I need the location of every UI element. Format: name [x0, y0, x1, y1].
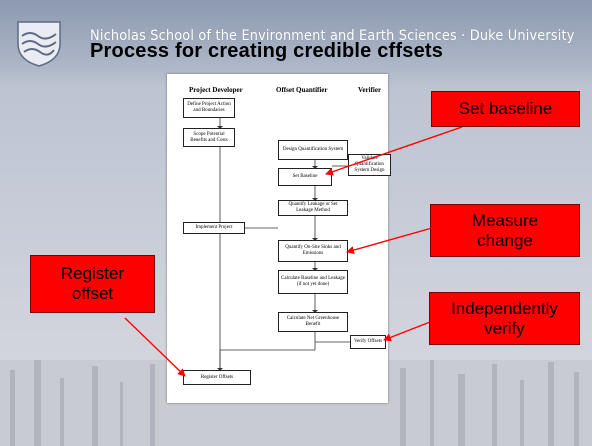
duke-shield-logo-icon	[17, 21, 61, 67]
column-header-developer: Project Developer	[189, 86, 243, 94]
column-header-verifier: Verifier	[358, 86, 382, 94]
school-name-header: Nicholas School of the Environment and E…	[90, 28, 575, 44]
flow-box-set-baseline: Set Baseline	[278, 168, 332, 186]
flow-box-scope-benefits: Scope Potential Benefits and Costs	[183, 128, 235, 147]
header-band	[0, 0, 592, 86]
flow-box-quantify-onsite: Quantify On-Site Sinks and Emissions	[278, 240, 348, 262]
column-header-quantifier: Offset Quantifier	[276, 86, 328, 94]
flow-box-design-quantification: Design Quantification System	[278, 140, 348, 160]
callout-set-baseline: Set baseline	[431, 91, 580, 127]
flow-box-register-offsets: Register Offsets	[183, 370, 251, 385]
flow-box-define-project: Define Project Action and Boundaries	[183, 98, 235, 118]
flow-box-implement-project: Implement Project	[183, 222, 245, 234]
callout-register-offset: Register offset	[30, 255, 155, 313]
flow-box-verify-offsets: Verify Offsets	[350, 335, 386, 349]
slide-title: Process for creating credible cffsets	[90, 40, 444, 62]
flow-box-quantify-leakage: Quantify Leakage or Set Leakage Method	[278, 200, 348, 216]
callout-measure-change: Measure change	[430, 204, 580, 257]
callout-independently-verify: Independently verify	[429, 292, 580, 345]
flow-box-calculate-baseline: Calculate Baseline and Leakage (if not y…	[278, 270, 348, 294]
flow-box-net-benefit: Calculate Net Greenhouse Benefit	[278, 312, 348, 332]
